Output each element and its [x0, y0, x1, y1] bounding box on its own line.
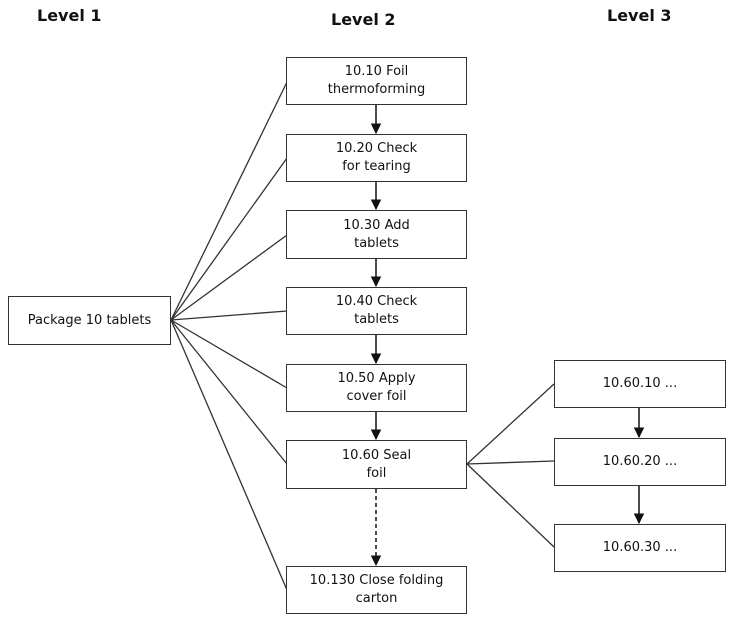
- step-10-30-add-tablets: 10.30 Add tablets: [286, 210, 467, 259]
- level-3-heading: Level 3: [607, 6, 672, 25]
- substep-10-60-10: 10.60.10 ...: [554, 360, 726, 408]
- root-edge-7: [170, 319, 288, 591]
- root-edge-2: [170, 157, 288, 321]
- root-edge-5: [170, 319, 288, 389]
- substep-10-60-20: 10.60.20 ...: [554, 438, 726, 486]
- seal-edge-1: [466, 383, 555, 465]
- root-edge-4: [170, 310, 288, 321]
- substep-10-60-30: 10.60.30 ...: [554, 524, 726, 572]
- step-10-60-seal-foil: 10.60 Seal foil: [286, 440, 467, 489]
- level-1-heading: Level 1: [37, 6, 102, 25]
- step-10-10-foil-thermoforming: 10.10 Foil thermoforming: [286, 57, 467, 105]
- seal-edge-2: [466, 460, 555, 465]
- root-node-package: Package 10 tablets: [8, 296, 171, 345]
- step-10-50-apply-cover-foil: 10.50 Apply cover foil: [286, 364, 467, 412]
- step-10-40-check-tablets: 10.40 Check tablets: [286, 287, 467, 335]
- root-edge-6: [170, 319, 288, 465]
- step-10-130-close-folding-carton: 10.130 Close folding carton: [286, 566, 467, 614]
- step-10-20-check-tearing: 10.20 Check for tearing: [286, 134, 467, 182]
- seal-edge-3: [466, 463, 555, 548]
- root-edge-1: [170, 81, 288, 321]
- level-2-heading: Level 2: [331, 10, 396, 29]
- root-edge-3: [170, 234, 288, 321]
